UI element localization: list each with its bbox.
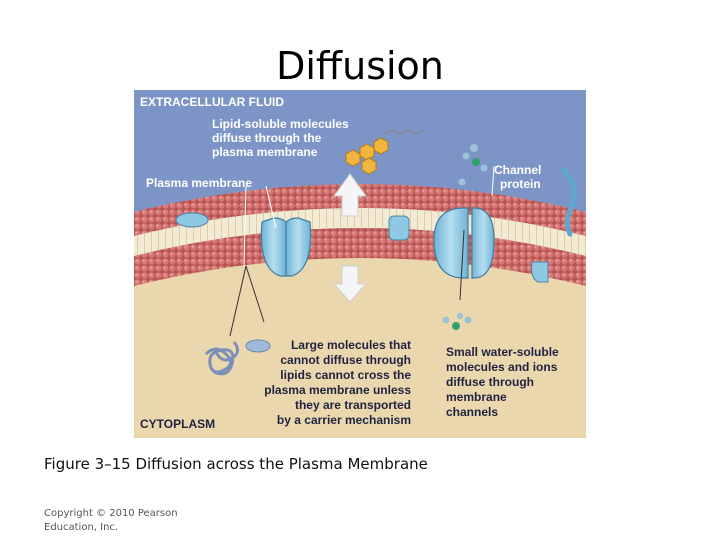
copyright-notice: Copyright © 2010 Pearson Education, Inc. bbox=[44, 507, 194, 535]
figure-caption: Figure 3–15 Diffusion across the Plasma … bbox=[44, 455, 428, 473]
svg-text:Lipid-soluble molecules: Lipid-soluble molecules bbox=[212, 117, 349, 131]
cytoplasm-label: CYTOPLASM bbox=[140, 417, 215, 431]
svg-text:by a carrier mechanism: by a carrier mechanism bbox=[277, 413, 411, 427]
svg-text:protein: protein bbox=[500, 177, 541, 191]
svg-text:diffuse through the: diffuse through the bbox=[212, 131, 322, 145]
membrane-diagram: EXTRACELLULAR FLUID Lipid-soluble molecu… bbox=[134, 90, 586, 438]
extracellular-fluid-label: EXTRACELLULAR FLUID bbox=[140, 95, 284, 109]
svg-text:molecules and ions: molecules and ions bbox=[446, 360, 558, 374]
slide-title: Diffusion bbox=[0, 42, 720, 90]
svg-text:channels: channels bbox=[446, 405, 498, 419]
svg-text:plasma membrane unless: plasma membrane unless bbox=[264, 383, 411, 397]
svg-text:Large molecules that: Large molecules that bbox=[291, 338, 411, 352]
svg-text:they are transported: they are transported bbox=[295, 398, 411, 412]
peripheral-protein-left bbox=[176, 213, 208, 227]
svg-text:plasma membrane: plasma membrane bbox=[212, 145, 318, 159]
svg-text:membrane: membrane bbox=[446, 390, 507, 404]
peripheral-protein-right bbox=[532, 262, 548, 282]
carrier-protein bbox=[261, 218, 310, 276]
small-membrane-protein bbox=[389, 216, 409, 240]
svg-text:Small water-soluble: Small water-soluble bbox=[446, 345, 559, 359]
svg-text:Channel: Channel bbox=[494, 163, 541, 177]
channel-protein bbox=[434, 208, 494, 278]
plasma-membrane-label: Plasma membrane bbox=[146, 176, 252, 190]
channel-protein-label: Channel protein bbox=[494, 163, 541, 191]
large-molecule-blob bbox=[246, 340, 270, 352]
svg-text:cannot diffuse through: cannot diffuse through bbox=[280, 353, 411, 367]
svg-text:lipids cannot cross the: lipids cannot cross the bbox=[280, 368, 411, 382]
svg-text:diffuse through: diffuse through bbox=[446, 375, 534, 389]
